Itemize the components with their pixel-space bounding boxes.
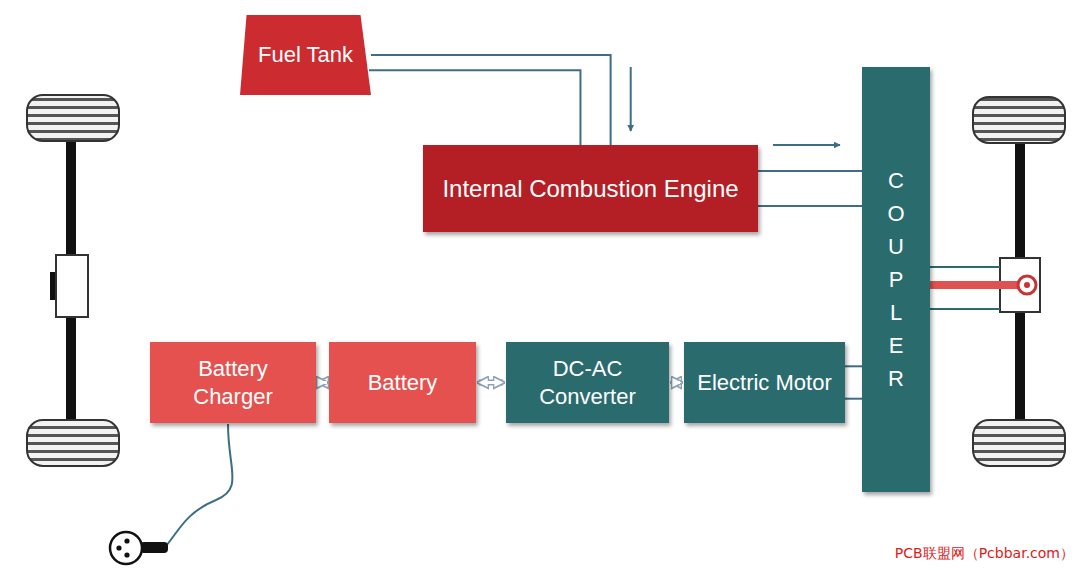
bidirectional-arrow bbox=[479, 382, 503, 383]
power-flow-line bbox=[758, 145, 862, 206]
engine-box: Internal Combustion Engine bbox=[423, 145, 758, 232]
wheel bbox=[973, 97, 1065, 143]
connector-line bbox=[845, 398, 862, 400]
power-flow-line bbox=[369, 55, 631, 145]
box-label: Battery bbox=[362, 369, 444, 397]
bidirectional-arrow bbox=[672, 382, 681, 383]
coupler-output-line bbox=[930, 308, 1000, 310]
plug-body bbox=[140, 542, 168, 553]
connector-line bbox=[845, 365, 862, 367]
connector-line bbox=[369, 70, 580, 145]
power-flow-line bbox=[845, 366, 862, 398]
plug-face bbox=[110, 532, 142, 564]
converter-box: DC-AC Converter bbox=[506, 342, 669, 423]
coupler-output-line bbox=[930, 266, 1000, 268]
flow-direction-arrow bbox=[773, 144, 840, 146]
connector-line bbox=[758, 205, 862, 207]
flow-direction-arrow bbox=[630, 67, 632, 131]
fuel-tank: Fuel Tank bbox=[240, 15, 371, 95]
plug-pin bbox=[124, 552, 129, 557]
box-label: Internal Combustion Engine bbox=[436, 174, 744, 204]
connector-line bbox=[371, 55, 611, 145]
plug-pin bbox=[116, 545, 121, 550]
connector-line bbox=[318, 381, 327, 384]
connector-line bbox=[319, 380, 326, 386]
bidirectional-arrow bbox=[318, 382, 327, 383]
shaft-joint bbox=[1018, 276, 1036, 294]
connector-line bbox=[487, 381, 495, 384]
wheel bbox=[973, 420, 1065, 466]
connector-line bbox=[758, 170, 862, 172]
battery-box: Battery bbox=[329, 342, 476, 423]
tank-shape bbox=[240, 15, 371, 95]
charging-cable bbox=[166, 424, 233, 546]
vertical-label: COUPLER bbox=[885, 164, 907, 395]
watermark: PCB联盟网（Pcbbar.com） bbox=[895, 545, 1074, 563]
box-label: Electric Motor bbox=[691, 369, 837, 397]
plug-pin bbox=[124, 538, 129, 543]
drive-shaft bbox=[930, 281, 1022, 289]
differential bbox=[56, 255, 88, 317]
box-label: DC-AC Converter bbox=[506, 355, 669, 410]
coupler-box: COUPLER bbox=[862, 67, 930, 492]
box-label: Fuel Tank bbox=[252, 41, 359, 69]
shaft-joint bbox=[1024, 282, 1030, 288]
connector-line bbox=[672, 380, 681, 386]
box-label: Battery Charger bbox=[150, 355, 316, 410]
motor-box: Electric Motor bbox=[684, 342, 845, 423]
wheel bbox=[27, 95, 119, 141]
charger-box: Battery Charger bbox=[150, 342, 316, 423]
connector-line bbox=[479, 380, 503, 386]
connector-line bbox=[673, 381, 680, 384]
wheel bbox=[27, 420, 119, 466]
